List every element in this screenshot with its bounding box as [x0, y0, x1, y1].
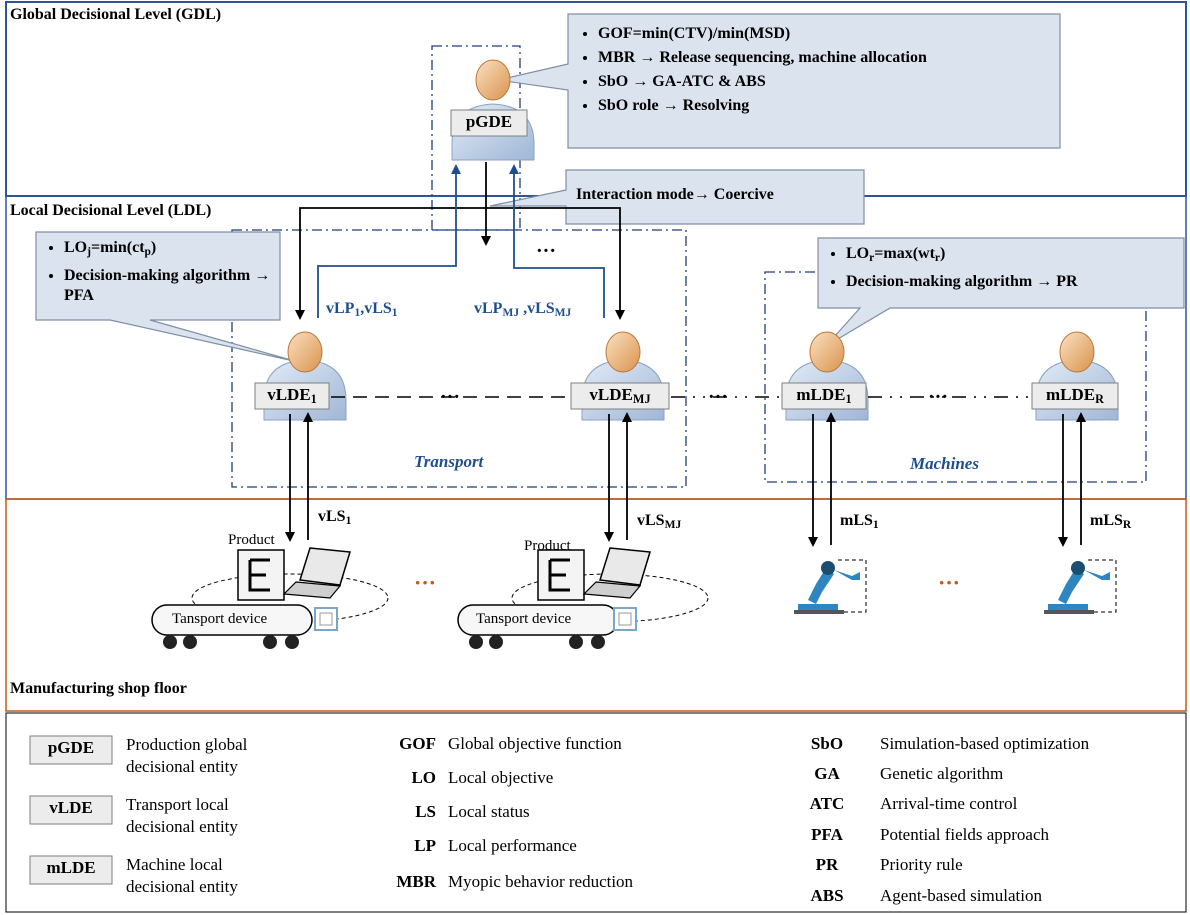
legend-key-ga: GA: [814, 764, 840, 783]
blue-arrow-vldemj-up: [509, 164, 605, 318]
legend-desc-gof: Global objective function: [448, 734, 622, 753]
transport-region-outline: [231, 229, 687, 488]
device-label-1: Tansport device: [172, 611, 268, 627]
robot-arm-icon-r: [1044, 559, 1117, 614]
legend-desc-lo: Local objective: [448, 768, 554, 787]
peer-ellipsis-transport: ···: [440, 386, 461, 408]
device-label-mj: Tansport device: [476, 611, 572, 627]
legend-pgde-box: [29, 735, 113, 765]
transport-objective: LOj=min(ctp): [64, 238, 276, 262]
flow-label-vlp1: vLP1,vLS1: [326, 300, 398, 319]
vldemj-label-box: [570, 382, 670, 410]
shop-floor-title: Manufacturing shop floor: [10, 680, 187, 697]
legend-box: [5, 712, 1187, 913]
pgde-label-box: [450, 109, 528, 137]
pgde-region-outline: [431, 45, 521, 231]
transport-device-icon-1: [151, 547, 389, 649]
vldemj-label: vLDEMJ: [589, 385, 651, 407]
peer-ellipsis-machines: ···: [928, 386, 949, 408]
machines-region-label: Machines: [910, 454, 979, 473]
arrow-to-vldemj: [486, 207, 625, 320]
flow-label-vlpmj: vLPMJ ,vLSMJ: [474, 300, 572, 319]
legend-key-lo: LO: [411, 768, 436, 787]
shop-floor-box: [5, 498, 1187, 712]
transport-device-icon-mj: [457, 547, 709, 649]
robot-arm-icon-1: [794, 559, 867, 614]
product-label-1: Product: [228, 532, 275, 548]
legend-vlde-box: [29, 795, 113, 825]
legend-key-vlde: vLDE: [49, 798, 93, 817]
gdl-callout-item: MBR → Release sequencing, machine alloca…: [598, 48, 1056, 68]
legend-desc-mbr: Myopic behavior reduction: [448, 872, 634, 891]
flow-label-vlsmj: vLSMJ: [637, 512, 682, 531]
interaction-callout-shape: [489, 169, 865, 225]
legend-key-pr: PR: [815, 855, 839, 874]
gdl-callout-item: SbO role → Resolving: [598, 96, 1056, 116]
mlde1-label: mLDE1: [796, 385, 852, 407]
legend-mlde-box: [29, 855, 113, 885]
mlder-label: mLDER: [1046, 385, 1104, 407]
legend-desc-ga: Genetic algorithm: [880, 764, 1004, 783]
machine-callout: LOr=max(wtr) Decision-making algorithm →…: [824, 244, 1180, 296]
machine-algorithm: Decision-making algorithm → PR: [846, 272, 1180, 292]
legend-desc-abs: Agent-based simulation: [880, 886, 1042, 905]
upper-ellipsis: ···: [536, 240, 557, 262]
gdl-callout-item: GOF=min(CTV)/min(MSD): [598, 24, 1056, 44]
legend-key-mlde: mLDE: [46, 858, 96, 877]
shop-ellipsis-transport: ···: [414, 570, 437, 595]
flow-label-mls1: mLS1: [840, 512, 879, 531]
legend-key-ls: LS: [415, 802, 436, 821]
transport-callout: LOj=min(ctp) Decision-making algorithm →…: [42, 238, 276, 310]
legend-key-sbo: SbO: [810, 734, 844, 753]
transport-algorithm: Decision-making algorithm → PFA: [64, 266, 276, 306]
legend-key-mbr: MBR: [396, 872, 436, 891]
transport-region-label: Transport: [414, 452, 484, 471]
legend-key-pfa: PFA: [811, 825, 843, 844]
machine-callout-shape: [817, 237, 1185, 347]
legend-desc-lp: Local performance: [448, 836, 577, 855]
legend-desc-pfa: Potential fields approach: [880, 825, 1050, 844]
legend-key-pgde: pGDE: [47, 738, 95, 757]
legend-key-abs: ABS: [810, 886, 844, 905]
gdl-title: Global Decisional Level (GDL): [10, 6, 222, 23]
mlder-label-box: [1031, 382, 1119, 410]
shop-ellipsis-machines: ···: [938, 570, 961, 595]
gdl-callout-item: SbO → GA-ATC & ABS: [598, 72, 1056, 92]
mlde1-label-box: [781, 382, 867, 410]
machine-objective: LOr=max(wtr): [846, 244, 1180, 268]
gdl-callout-shape: [497, 13, 1061, 149]
flow-label-vls1: vLS1: [318, 508, 352, 527]
legend-desc-ls: Local status: [448, 802, 530, 821]
blue-arrow-vlde1-up: [317, 164, 461, 318]
legend-key-atc: ATC: [809, 794, 845, 813]
pgde-label: pGDE: [465, 112, 513, 131]
legend-desc-atc: Arrival-time control: [880, 794, 1018, 813]
interaction-callout: Interaction mode→ Coercive: [576, 186, 774, 203]
legend-key-gof: GOF: [399, 734, 436, 753]
legend-desc-pr: Priority rule: [880, 855, 963, 874]
peer-ellipsis-cross: ···: [708, 386, 729, 408]
product-label-mj: Product: [524, 538, 571, 554]
arrow-to-vlde1: [295, 207, 486, 320]
gdl-callout: GOF=min(CTV)/min(MSD) MBR → Release sequ…: [576, 24, 1056, 120]
vlde1-label: vLDE1: [267, 385, 317, 407]
transport-callout-shape: [35, 231, 299, 363]
ldl-title: Local Decisional Level (LDL): [10, 202, 212, 219]
legend-key-lp: LP: [414, 836, 436, 855]
legend-desc-sbo: Simulation-based optimization: [880, 734, 1090, 753]
flow-label-mlsr: mLSR: [1090, 512, 1132, 531]
vlde1-label-box: [254, 382, 330, 410]
